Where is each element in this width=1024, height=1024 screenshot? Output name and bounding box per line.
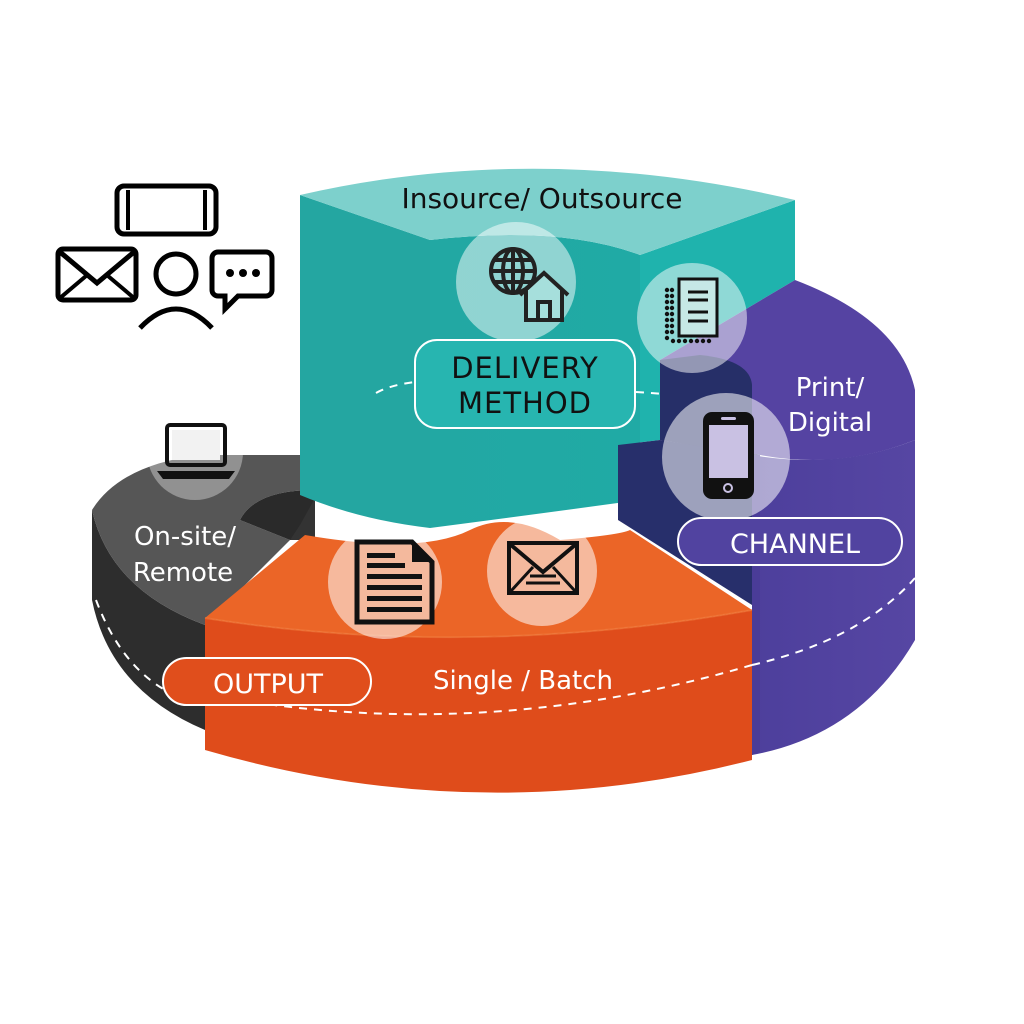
document-icon: [354, 539, 435, 625]
location-option-line-2: Remote: [133, 558, 233, 588]
person-icon: [138, 251, 214, 330]
printed-document-icon: [664, 277, 719, 344]
delivery-method-heading-pill[interactable]: [414, 339, 636, 429]
globe-home-icon: [489, 247, 570, 322]
channel-heading: CHANNEL: [730, 529, 860, 560]
location-option-line-1: On-site/: [134, 522, 236, 552]
segment-delivery-method[interactable]: Insource/ Outsource DELIVERY METHOD: [300, 168, 795, 528]
segment-channel[interactable]: Print/ Digital: [618, 263, 916, 755]
channel-heading-pill[interactable]: [677, 517, 903, 566]
delivery-method-heading-line-1: DELIVERY: [451, 351, 599, 385]
envelope-icon: [55, 246, 139, 303]
segment-output[interactable]: Single / Batch OUTPUT: [162, 516, 753, 793]
chat-bubble-icon: [209, 249, 275, 316]
delivery-method-heading-line-2: METHOD: [458, 386, 592, 420]
channel-option-line-2: Digital: [788, 408, 872, 438]
laptop-icon: [157, 423, 235, 479]
output-heading-pill[interactable]: [162, 657, 372, 706]
smartphone-landscape-icon: [114, 183, 219, 237]
output-heading: OUTPUT: [213, 669, 324, 700]
legend-icon-cluster: [55, 183, 275, 330]
delivery-method-option: Insource/ Outsource: [401, 182, 682, 215]
smartphone-icon: [703, 412, 754, 499]
output-option: Single / Batch: [433, 666, 613, 696]
envelope-icon-output: [507, 541, 579, 595]
channel-option-line-1: Print/: [796, 373, 865, 403]
